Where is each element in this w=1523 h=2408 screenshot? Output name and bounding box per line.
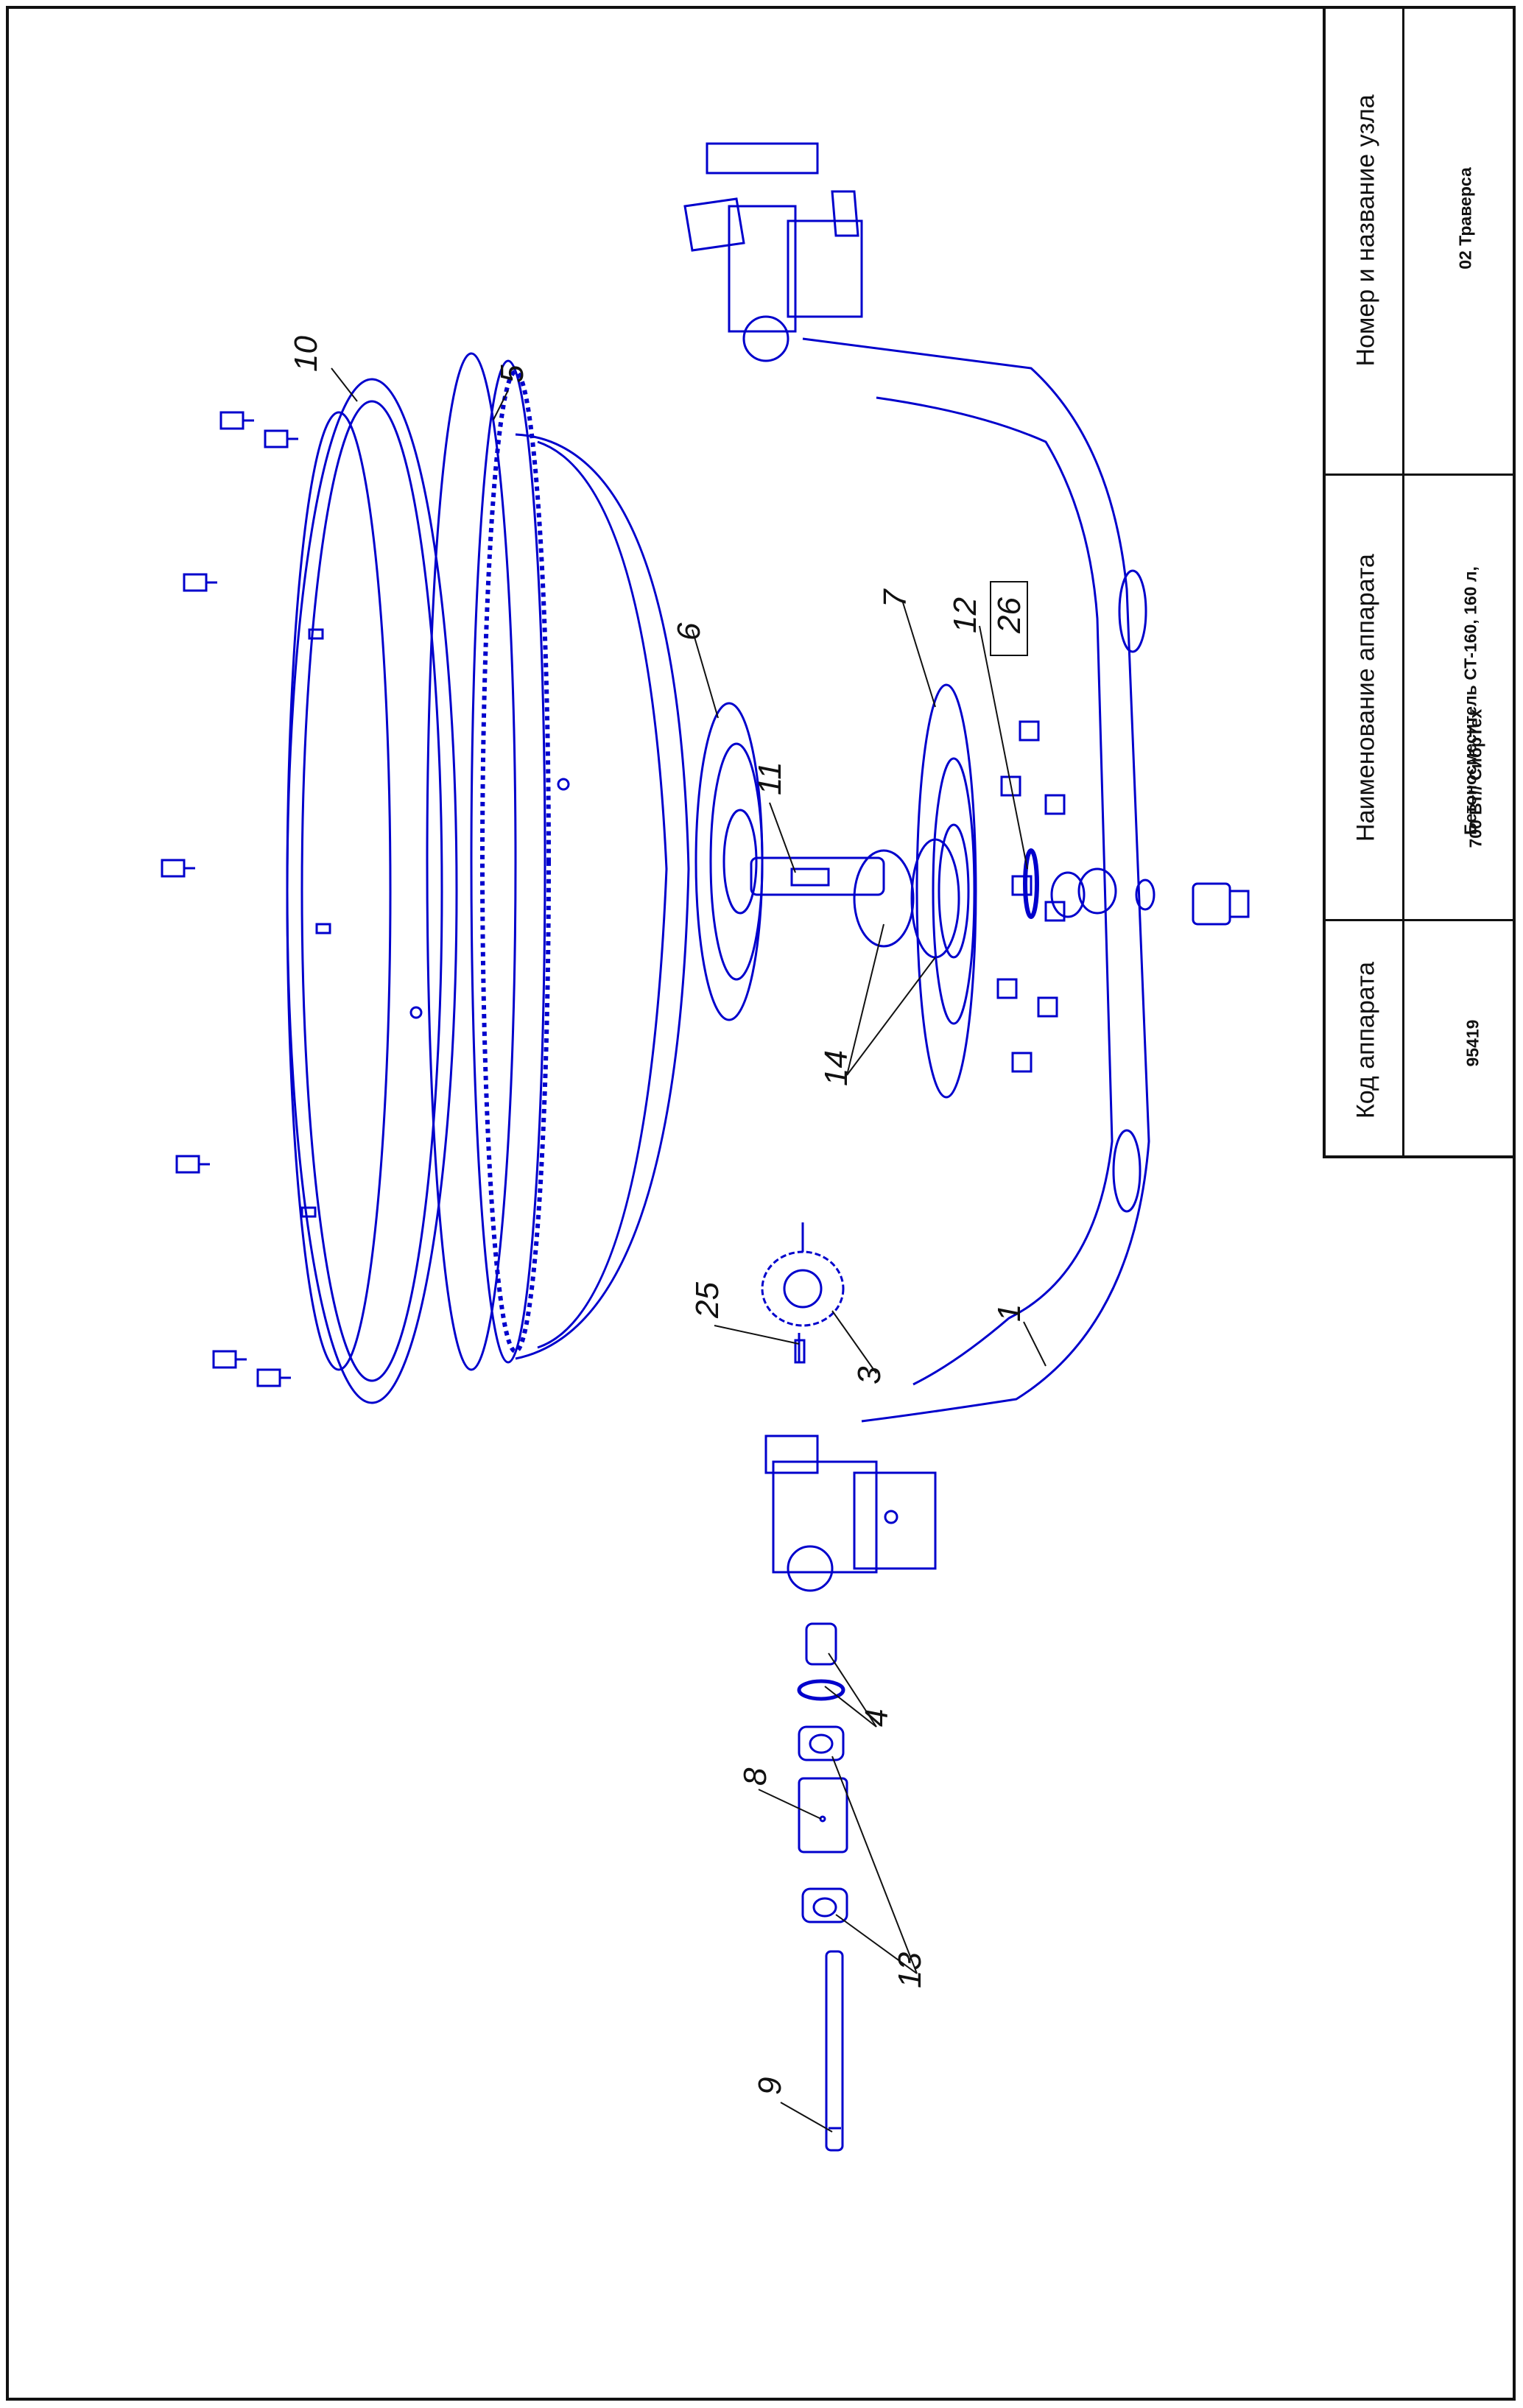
- title-block: Номер и название узла Наименование аппар…: [1323, 6, 1516, 1158]
- callout-4: 4: [859, 1709, 895, 1727]
- callout-7: 7: [877, 588, 913, 608]
- callout-26-box: [990, 581, 1028, 656]
- drum-body: [409, 433, 690, 1360]
- bolt: [212, 1350, 247, 1369]
- bolt-head: [1192, 882, 1250, 926]
- nut: [996, 978, 1018, 999]
- callout-8: 8: [737, 1767, 773, 1786]
- traverse-frame-1: [802, 337, 1156, 1423]
- gear-rim: [426, 352, 551, 1371]
- title-block-divider: [1326, 473, 1516, 476]
- bolt: [264, 429, 298, 448]
- bolt: [183, 573, 217, 592]
- drum-bolts: [161, 411, 331, 1387]
- callout-1: 1: [991, 1304, 1027, 1322]
- drum-stud: [315, 923, 331, 934]
- callout-12: 12: [947, 597, 983, 633]
- nut: [1044, 901, 1066, 922]
- bushing-4: [797, 1622, 845, 1701]
- shaft-11: [750, 856, 885, 896]
- drum-ring: [286, 378, 458, 1404]
- callout-11: 11: [752, 761, 788, 795]
- flange-7: [915, 683, 977, 1099]
- callout-25: 25: [689, 1282, 725, 1319]
- bearing-13-lower: [801, 1887, 848, 1923]
- callout-labels: 10 5 6 7 12 26 11 14 25 3 1 4 8 13 9: [288, 336, 1027, 2095]
- flange-nuts: [996, 720, 1066, 1073]
- bolt: [219, 411, 254, 430]
- bottom-bracket: [764, 1434, 937, 1592]
- nut: [1000, 775, 1021, 797]
- bolt: [161, 859, 195, 878]
- title-block-divider: [1326, 919, 1516, 921]
- callout-13: 13: [892, 1952, 928, 1988]
- title-block-value-column: [1402, 6, 1518, 1155]
- nut: [1037, 996, 1058, 1018]
- callout-14: 14: [818, 1050, 854, 1086]
- bearing-13-upper: [798, 1725, 845, 1761]
- callout-3: 3: [851, 1366, 887, 1384]
- callout-5: 5: [494, 365, 530, 383]
- top-bracket: [683, 142, 863, 362]
- seal-ring: [1023, 848, 1086, 919]
- callout-26: 26: [991, 597, 1027, 634]
- nut: [1019, 720, 1040, 742]
- drum-stud: [308, 628, 324, 640]
- leader-lines: [331, 367, 1047, 2133]
- axle-9: [825, 1950, 844, 2152]
- nut: [1011, 1052, 1033, 1073]
- flange-6: [694, 702, 764, 1021]
- bolt: [175, 1155, 210, 1174]
- callout-6: 6: [671, 622, 707, 641]
- bolt: [256, 1368, 291, 1387]
- callout-10: 10: [288, 336, 324, 372]
- callout-9: 9: [752, 2077, 788, 2095]
- sleeve-8: [798, 1777, 848, 1853]
- drum-stud: [300, 1206, 317, 1218]
- nut: [1044, 794, 1066, 815]
- drawing-frame: [6, 6, 1516, 2401]
- nut: [1011, 875, 1033, 896]
- pinion-gear-3: [761, 1222, 845, 1364]
